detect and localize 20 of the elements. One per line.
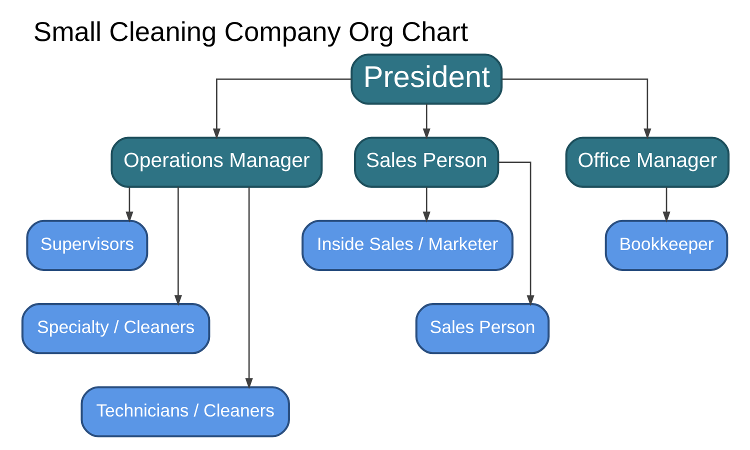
node-box: Specialty / Cleaners	[20, 303, 210, 354]
node-box: Sales Person	[414, 303, 550, 354]
arrow	[125, 187, 133, 223]
arrow	[174, 186, 182, 306]
node-box: Inside Sales / Marketer	[301, 220, 514, 271]
node-box: Office Manager	[564, 136, 730, 188]
node-box: Supervisors	[26, 220, 148, 271]
arrow	[422, 187, 430, 223]
arrow	[662, 187, 670, 223]
arrow	[244, 187, 252, 390]
arrow	[422, 104, 430, 140]
node-box: Operations Manager	[110, 136, 322, 188]
arrow	[502, 78, 651, 140]
node-box: Bookkeeper	[604, 220, 728, 271]
node-box: President	[350, 54, 502, 105]
arrow	[212, 78, 351, 140]
node-box: Technicians / Cleaners	[80, 386, 290, 438]
node-box: Sales Person	[354, 136, 499, 188]
diagram-title: Small Cleaning Company Org Chart	[32, 16, 468, 47]
arrow	[498, 162, 534, 306]
